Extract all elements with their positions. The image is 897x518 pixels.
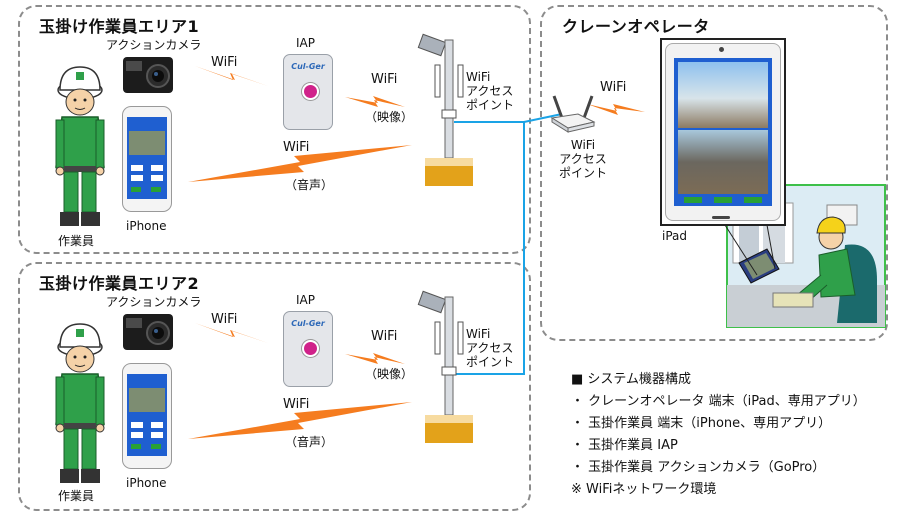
worker-label: 作業員 — [58, 489, 95, 503]
area1-title: 玉掛け作業員エリア1 — [39, 17, 200, 36]
area1-box — [18, 5, 531, 254]
iap-device: Cul-Ger — [283, 311, 333, 387]
video-label: （映像） — [365, 110, 414, 124]
iap-logo: Cul-Ger — [291, 319, 325, 328]
wifi-label: WiFi — [371, 329, 398, 344]
worker-icon — [55, 66, 105, 226]
wifi-router-icon — [550, 95, 596, 133]
wifi-label: WiFi — [283, 397, 310, 412]
audio-label: （音声） — [285, 435, 334, 449]
legend-item: ・ 玉掛作業員 端末（iPhone、専用アプリ） — [571, 416, 832, 431]
access-point-pole-icon — [417, 290, 473, 443]
iphone-label: iPhone — [126, 219, 167, 233]
iphone-label: iPhone — [126, 476, 167, 490]
action-camera-icon — [123, 314, 173, 350]
action-camera-label: アクションカメラ — [106, 38, 202, 52]
legend-heading: ■ システム機器構成 — [571, 372, 692, 387]
access-point-label: WiFi アクセス ポイント — [466, 70, 515, 112]
crane-operator-title: クレーンオペレータ — [562, 17, 710, 36]
legend-item: ・ 玉掛作業員 IAP — [571, 438, 678, 453]
action-camera-icon — [123, 57, 173, 93]
ipad-label: iPad — [662, 229, 688, 243]
iap-power-button-icon — [302, 340, 319, 357]
wifi-label: WiFi — [211, 312, 238, 327]
audio-label: （音声） — [285, 178, 334, 192]
wifi-label: WiFi — [211, 55, 238, 70]
crane-operator-box — [540, 5, 888, 341]
access-point-label: WiFi アクセス ポイント — [466, 327, 515, 369]
iphone-device — [122, 363, 172, 469]
wifi-label: WiFi — [600, 80, 627, 95]
action-camera-label: アクションカメラ — [106, 295, 202, 309]
access-point-pole-icon — [417, 33, 473, 186]
iap-label: IAP — [296, 293, 315, 307]
iap-logo: Cul-Ger — [291, 62, 325, 71]
system-components-legend: ■ システム機器構成 ・ クレーンオペレータ 端末（iPad、専用アプリ） ・ … — [571, 369, 866, 501]
worker-label: 作業員 — [58, 234, 95, 248]
iap-power-button-icon — [302, 83, 319, 100]
ipad-device — [660, 38, 786, 226]
iap-device: Cul-Ger — [283, 54, 333, 130]
legend-item: ・ 玉掛作業員 アクションカメラ（GoPro） — [571, 460, 826, 475]
legend-note: ※ WiFiネットワーク環境 — [571, 482, 717, 497]
wifi-label: WiFi — [371, 72, 398, 87]
worker-icon — [55, 323, 105, 483]
area2-title: 玉掛け作業員エリア2 — [39, 274, 200, 293]
video-label: （映像） — [365, 367, 414, 381]
iphone-device — [122, 106, 172, 212]
ipad-screen — [674, 58, 772, 206]
legend-item: ・ クレーンオペレータ 端末（iPad、専用アプリ） — [571, 394, 866, 409]
wifi-label: WiFi — [283, 140, 310, 155]
iap-label: IAP — [296, 36, 315, 50]
router-label: WiFi アクセス ポイント — [559, 138, 608, 180]
area2-box — [18, 262, 531, 511]
